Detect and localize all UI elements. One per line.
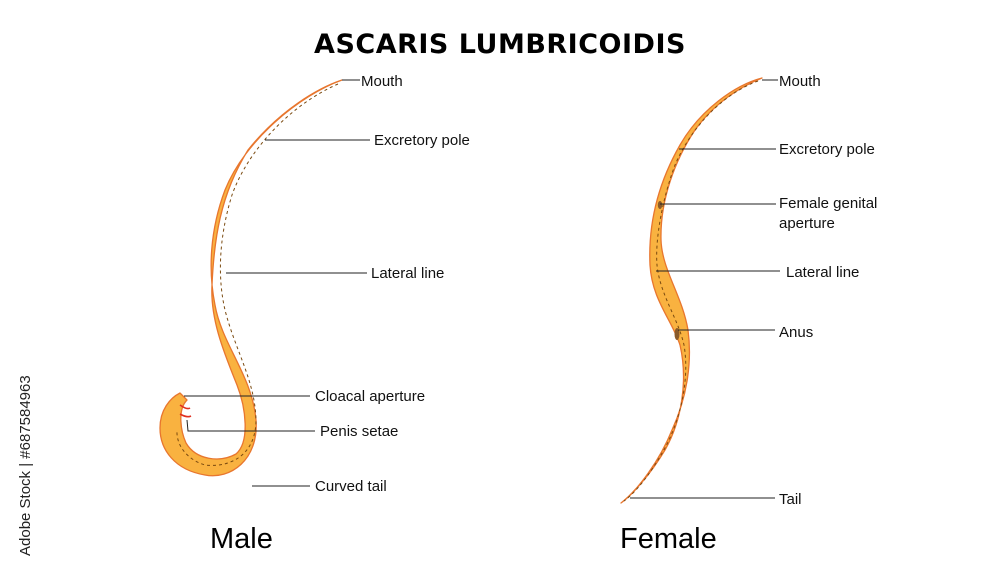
female-worm-body [620,77,763,504]
female-excretory-pole-label: Excretory pole [779,141,875,158]
female-lateral-line-label: Lateral line [786,264,859,281]
male-curved-tail-label: Curved tail [315,478,387,495]
female-mouth-label: Mouth [779,73,821,90]
male-caption: Male [210,523,273,555]
male-cloacal-aperture-label: Cloacal aperture [315,388,425,405]
female-genital-aperture-label-line2: aperture [779,215,835,232]
male-mouth-label: Mouth [361,73,403,90]
female-genital-aperture-mark [657,201,663,209]
male-worm-body [159,79,343,477]
diagram-title: ASCARIS LUMBRICOIDIS [314,29,686,60]
female-genital-aperture-label-line1: Female genital [779,195,877,212]
male-lateral-line-label: Lateral line [371,265,444,282]
female-worm [620,77,763,504]
male-lateral-line-dashes [176,83,339,466]
female-anus-label: Anus [779,324,813,341]
female-anus-mark [674,328,680,340]
male-worm [159,79,343,477]
male-setae-leader [186,419,315,432]
female-lateral-line-dashes [623,80,759,502]
male-excretory-pole-label: Excretory pole [374,132,470,149]
penis-setae-mark [179,404,192,418]
stock-watermark: Adobe Stock | #687584963 [17,375,34,556]
male-penis-setae-label: Penis setae [320,423,398,440]
female-tail-label: Tail [779,491,802,508]
female-caption: Female [620,523,717,555]
